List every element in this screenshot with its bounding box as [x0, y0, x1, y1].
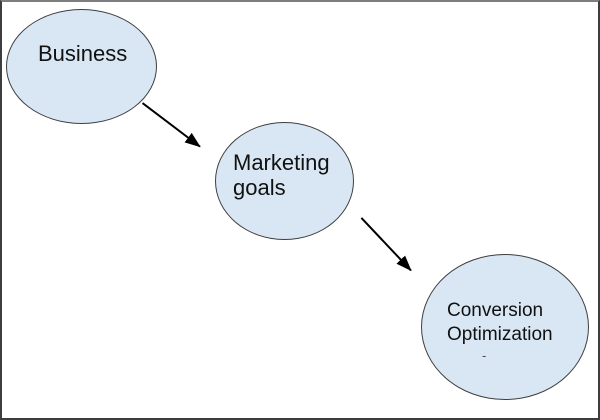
node-marketing-goals-label-line-2: goals	[233, 175, 286, 200]
node-conversion-optimization-label-line-2: Optimization	[447, 324, 553, 345]
node-business: Business	[6, 9, 157, 124]
node-business-label: Business	[38, 41, 128, 66]
node-conversion-optimization-label-line-1: Conversion	[447, 300, 544, 321]
node-conversion-optimization-footnote: -	[482, 348, 487, 363]
arrow-marketing-goals-to-conversion-optimization	[360, 217, 412, 272]
arrow-business-to-marketing-goals	[141, 102, 201, 148]
node-marketing-goals-label-line-1: Marketing	[233, 150, 330, 175]
node-conversion-optimization: Conversion Optimization -	[421, 254, 589, 400]
node-marketing-goals: Marketing goals	[215, 122, 354, 240]
